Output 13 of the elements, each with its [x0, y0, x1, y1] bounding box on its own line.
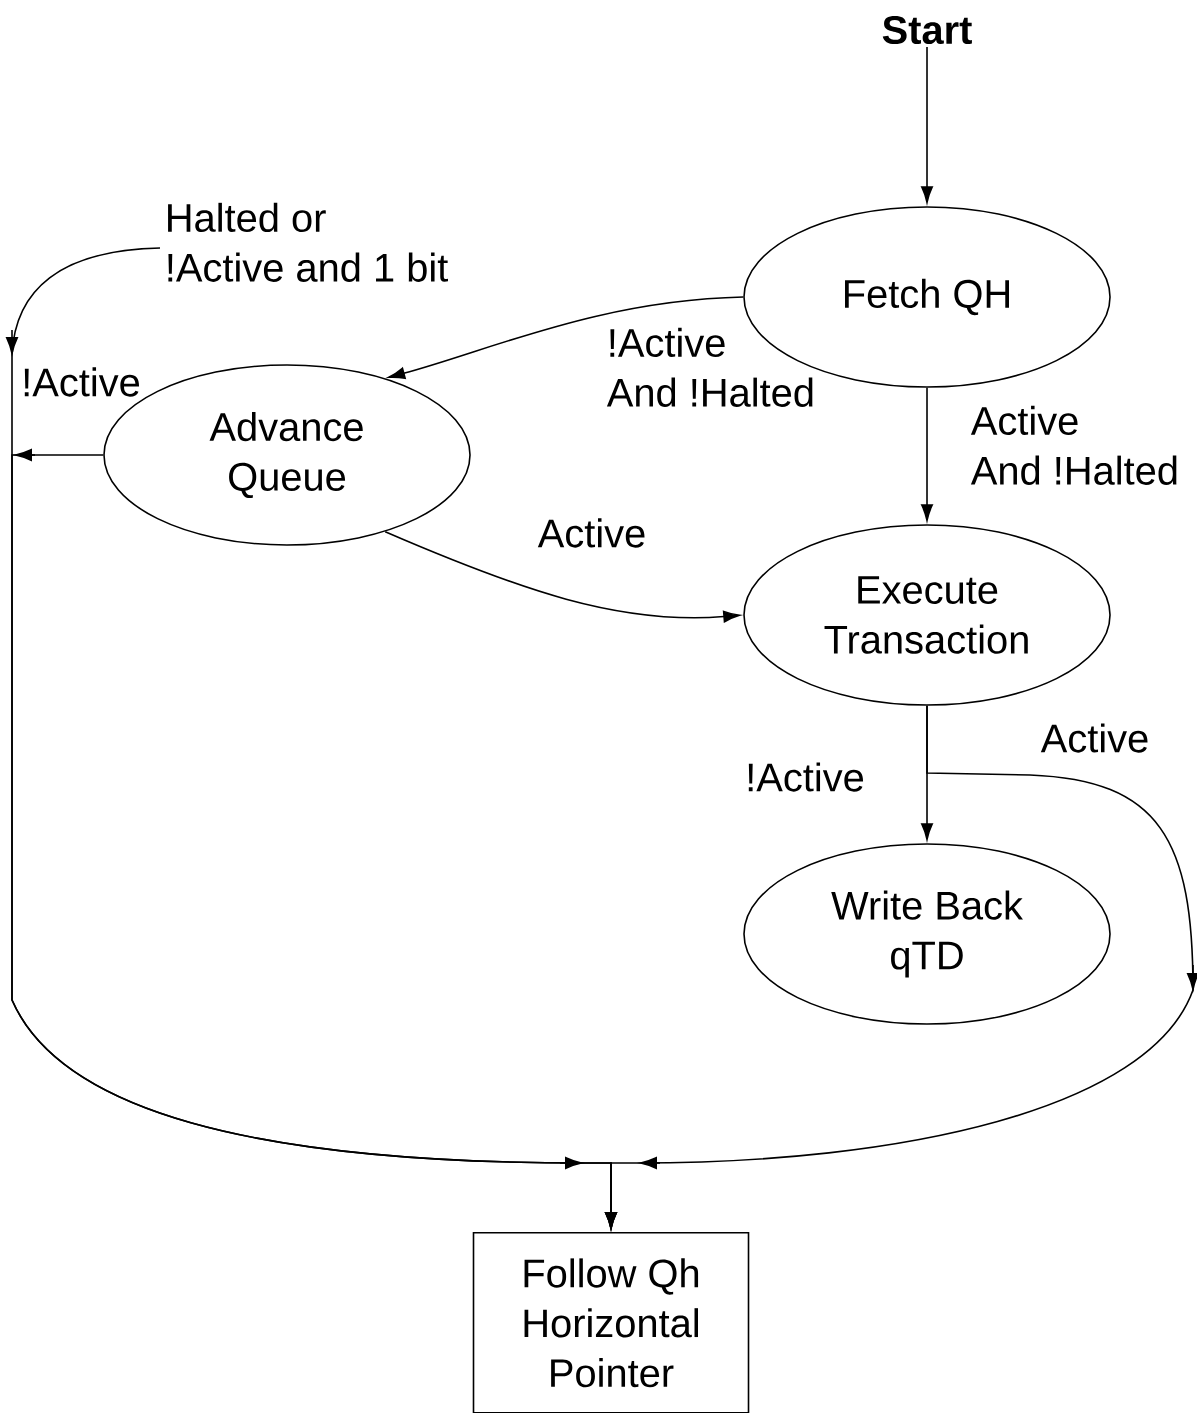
- arrow: [384, 530, 741, 623]
- start-label: Start: [882, 15, 972, 45]
- arrow: [921, 387, 933, 522]
- edge-label: !Active: [24, 367, 140, 397]
- edge-label: Active: [537, 518, 645, 548]
- process-box: Follow Qh Horizontal Pointer: [472, 1232, 750, 1413]
- edge-label: Halted or !Active and 1 bit: [168, 202, 448, 282]
- edge-label: !Active: [748, 762, 864, 792]
- arrow: [11, 449, 617, 1230]
- arrow: [921, 46, 933, 204]
- arrow: [388, 296, 744, 380]
- edge-label: Active And !Halted: [970, 405, 1177, 485]
- edge-label: Active: [1040, 723, 1148, 753]
